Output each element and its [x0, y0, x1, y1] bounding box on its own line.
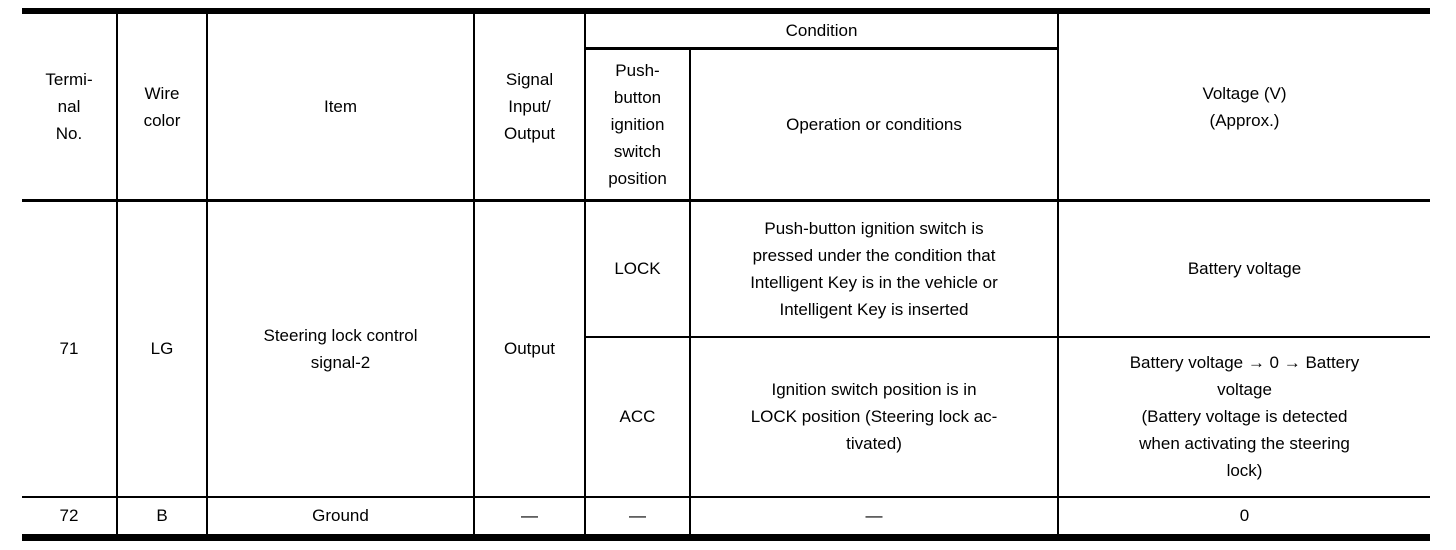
manual-page: Termi- nal No. Wire color Item Signal In… [0, 8, 1456, 550]
header-operation-conditions: Operation or conditions [688, 47, 1059, 202]
cell-item-steering-lock: Steering lock control signal-2 [206, 199, 475, 498]
header-wire-color: Wire color [116, 10, 208, 202]
header-row-sub: Push- button ignition switch position Op… [22, 47, 1430, 202]
cell-wire-color-lg: LG [116, 199, 208, 498]
table-body: 71 LG Steering lock control signal-2 Out… [22, 199, 1431, 539]
table-row-71-acc: ACC Ignition switch position is in LOCK … [22, 335, 1431, 498]
cell-item-ground: Ground [206, 495, 475, 539]
header-condition: Condition [583, 10, 1060, 50]
header-terminal-no: Termi- nal No. [22, 10, 118, 202]
cell-signal-output: Output [473, 199, 586, 498]
cell-signal-dash: — [473, 495, 586, 539]
cell-wire-color-b: B [116, 495, 208, 539]
header-voltage: Voltage (V) (Approx.) [1057, 10, 1431, 202]
cell-voltage-acc: Battery voltage → 0 → Battery voltage (B… [1057, 335, 1431, 498]
table-header: Termi- nal No. Wire color Item Signal In… [22, 10, 1431, 202]
cell-terminal-71: 71 [22, 199, 118, 498]
header-signal-io: Signal Input/ Output [473, 10, 586, 202]
header-row-top: Termi- nal No. Wire color Item Signal In… [22, 10, 1431, 202]
cell-position-acc: ACC [585, 335, 691, 498]
cell-terminal-72: 72 [22, 495, 118, 539]
cell-voltage-lock: Battery voltage [1057, 199, 1431, 338]
table-row-71-lock: 71 LG Steering lock control signal-2 Out… [22, 199, 1431, 498]
terminal-spec-table: Termi- nal No. Wire color Item Signal In… [22, 8, 1431, 541]
header-item: Item [206, 10, 475, 202]
cell-operation-acc: Ignition switch position is in LOCK posi… [688, 335, 1060, 498]
cell-operation-lock: Push-button ignition switch is pressed u… [688, 199, 1060, 338]
header-push-button-position: Push- button ignition switch position [585, 47, 691, 202]
table-row-72: 72 B Ground — — — 0 [22, 495, 1431, 539]
cell-position-dash: — [584, 495, 691, 539]
cell-voltage-zero: 0 [1057, 495, 1431, 539]
cell-position-lock: LOCK [584, 199, 691, 338]
cell-operation-dash: — [688, 495, 1060, 539]
